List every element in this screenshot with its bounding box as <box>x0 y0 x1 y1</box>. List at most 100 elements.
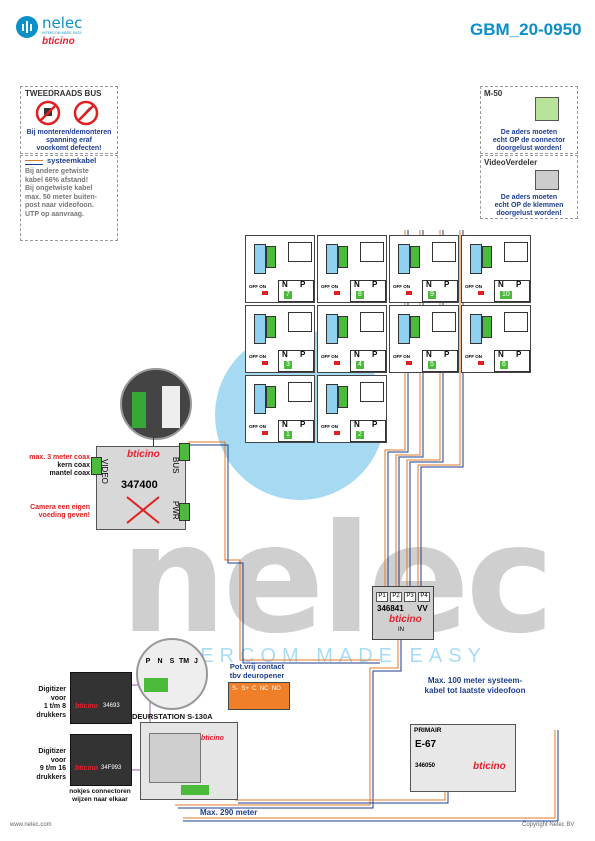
brand-name: nelec <box>42 14 83 32</box>
dig2-line-2: voor <box>50 756 66 764</box>
cable-line-4: max. 50 meter buiten- <box>25 193 97 201</box>
psu-model: E-67 <box>415 739 437 750</box>
coax-wiring-note: kern coax mantel coax <box>14 462 90 478</box>
off-on-label: OFF ON <box>321 354 338 359</box>
green-terminal <box>338 246 348 268</box>
door-station-brand: bticino <box>201 735 224 742</box>
connector-block <box>326 244 338 274</box>
video-label: VIDEO <box>100 459 109 484</box>
m50-line-2: echt OP de connector <box>492 137 566 144</box>
digitizer2-brand: bticino <box>75 765 98 772</box>
connector-block <box>398 244 410 274</box>
dig1-line-2: voor <box>50 694 66 702</box>
np-box <box>422 350 458 372</box>
footer-website: www.nelec.com <box>10 822 52 828</box>
partner-logo: bticino <box>42 36 75 47</box>
door-opener-title: Pot.vrij contact tbv deuropener <box>222 662 292 680</box>
dig2-line-3: 9 t/m 16 <box>39 765 66 772</box>
p-label: P <box>372 280 378 289</box>
coax-note: max. 3 meter coax <box>14 454 90 462</box>
monitor-screen <box>504 242 528 262</box>
n-label: N <box>498 350 504 359</box>
port-p3: P3 <box>404 592 416 602</box>
bus-line-1: Bij monteren/demonteren <box>26 129 112 136</box>
brand-tagline: INTERCOM MADE EASY <box>42 31 83 35</box>
n-label: N <box>282 280 288 289</box>
green-terminal <box>266 246 276 268</box>
green-terminal <box>482 316 492 338</box>
switch <box>334 291 340 295</box>
distributor-ports: P1 P2 P3 P4 <box>376 592 430 602</box>
green-terminal <box>482 246 492 268</box>
connector-block <box>326 384 338 414</box>
off-on-label: OFF ON <box>249 424 266 429</box>
max100-line-1: Max. 100 meter systeem- <box>427 676 523 685</box>
module-brand: bticino <box>127 449 160 460</box>
term-n: N <box>157 658 163 665</box>
digitizer1: bticino 34693 <box>70 672 132 724</box>
distributor-in: IN <box>398 627 404 633</box>
video-module-347400: bticino VIDEO BUS 347400 PWR <box>91 443 190 530</box>
off-on-label: OFF ON <box>249 284 266 289</box>
switch <box>334 361 340 365</box>
monitor-screen <box>288 312 312 332</box>
unit-number: 4 <box>356 361 364 369</box>
video-distributor-panel: VideoVerdeler De aders moeten echt OP de… <box>480 155 578 219</box>
n-label: N <box>354 350 360 359</box>
vv-text: De aders moeten echt OP de klemmen doorg… <box>481 194 577 218</box>
max-290m-note: Max. 290 meter <box>200 808 258 817</box>
zoom-pointer <box>153 436 154 446</box>
np-box <box>350 280 386 302</box>
switch <box>478 361 484 365</box>
term-s: S <box>169 658 175 665</box>
doorstation-zoom-circle: P N S TM J <box>136 638 208 710</box>
psu-brand: bticino <box>473 761 506 772</box>
m50-panel: M-50 De aders moeten echt OP de connecto… <box>480 86 578 154</box>
n-label: N <box>354 280 360 289</box>
off-on-label: OFF ON <box>393 354 410 359</box>
off-on-label: OFF ON <box>321 424 338 429</box>
term-tm: TM <box>178 658 190 665</box>
zoom-green-block <box>144 678 168 692</box>
zoom-green-terminal <box>132 392 146 428</box>
cable-text: Bij andere getwiste kabel 66% afstand! B… <box>25 168 97 219</box>
np-box <box>278 280 314 302</box>
camera-line-2: voeding geven! <box>38 512 90 519</box>
digitizer1-model: 34693 <box>103 703 120 709</box>
max-100m-note: Max. 100 meter systeem- kabel tot laatst… <box>400 676 550 696</box>
monitor-screen <box>360 312 384 332</box>
camera-note: Camera een eigen voeding geven! <box>14 504 90 520</box>
no-tool-icon <box>73 100 99 126</box>
np-box <box>494 350 530 372</box>
unit-number: 8 <box>356 291 364 299</box>
cable-info-panel: systeemkabel Bij andere getwiste kabel 6… <box>20 155 118 241</box>
m50-title: M-50 <box>484 89 503 98</box>
unit-number: 5 <box>428 361 436 369</box>
connector-block <box>398 314 410 344</box>
vv-line-3: doorgelust worden! <box>496 210 562 217</box>
vv-title: VideoVerdeler <box>484 158 538 167</box>
green-terminal <box>410 246 420 268</box>
np-box <box>494 280 530 302</box>
cable-line-1: Bij andere getwiste <box>25 168 89 175</box>
off-on-label: OFF ON <box>393 284 410 289</box>
door-station-s130a: bticino <box>140 722 238 800</box>
switch <box>262 361 268 365</box>
cable-sample-icon <box>25 160 43 165</box>
max100-line-2: kabel tot laatste videofoon <box>424 686 526 695</box>
port-p4: P4 <box>418 592 430 602</box>
nelec-logo: nelec INTERCOM MADE EASY bticino <box>16 14 126 47</box>
p-label: P <box>516 350 522 359</box>
np-box <box>350 420 386 442</box>
disabled-cross-icon <box>126 496 160 524</box>
unit-number: 6 <box>500 361 508 369</box>
door-station-title: DEURSTATION S-130A <box>132 712 213 721</box>
monitor-screen <box>360 242 384 262</box>
cable-title: systeemkabel <box>47 156 97 165</box>
connector-block <box>326 314 338 344</box>
cable-line-2: kabel 66% afstand! <box>25 176 89 184</box>
module-model: 347400 <box>121 479 158 491</box>
